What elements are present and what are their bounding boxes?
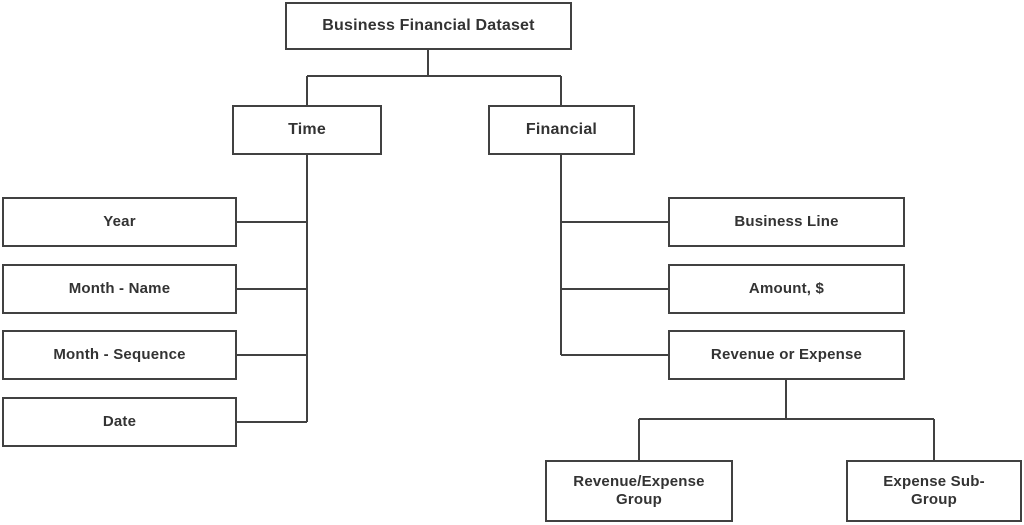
node-label: Month - Sequence [53,346,186,364]
node-label: Revenue/Expense Group [573,473,705,508]
edge-root-split [305,50,563,105]
node-label: Business Line [734,213,839,231]
node-revenue-or-expense[interactable]: Revenue or Expense [668,330,905,380]
node-month-name[interactable]: Month - Name [2,264,237,314]
node-label: Year [103,213,136,231]
node-date[interactable]: Date [2,397,237,447]
node-label: Expense Sub- Group [883,473,985,508]
node-business-financial-dataset[interactable]: Business Financial Dataset [285,2,572,50]
node-label: Revenue or Expense [710,346,863,364]
node-label: Month - Name [68,280,171,298]
node-time[interactable]: Time [232,105,382,155]
node-financial[interactable]: Financial [488,105,635,155]
edge-revexp-split [637,380,936,460]
node-label: Financial [525,120,598,138]
node-revenue-expense-group[interactable]: Revenue/Expense Group [545,460,733,522]
node-amount[interactable]: Amount, $ [668,264,905,314]
node-year[interactable]: Year [2,197,237,247]
node-label: Amount, $ [748,280,825,298]
node-business-line[interactable]: Business Line [668,197,905,247]
node-month-sequence[interactable]: Month - Sequence [2,330,237,380]
node-label: Date [102,413,137,431]
node-expense-sub-group[interactable]: Expense Sub- Group [846,460,1022,522]
node-label: Time [288,120,326,138]
node-label: Business Financial Dataset [322,16,535,34]
